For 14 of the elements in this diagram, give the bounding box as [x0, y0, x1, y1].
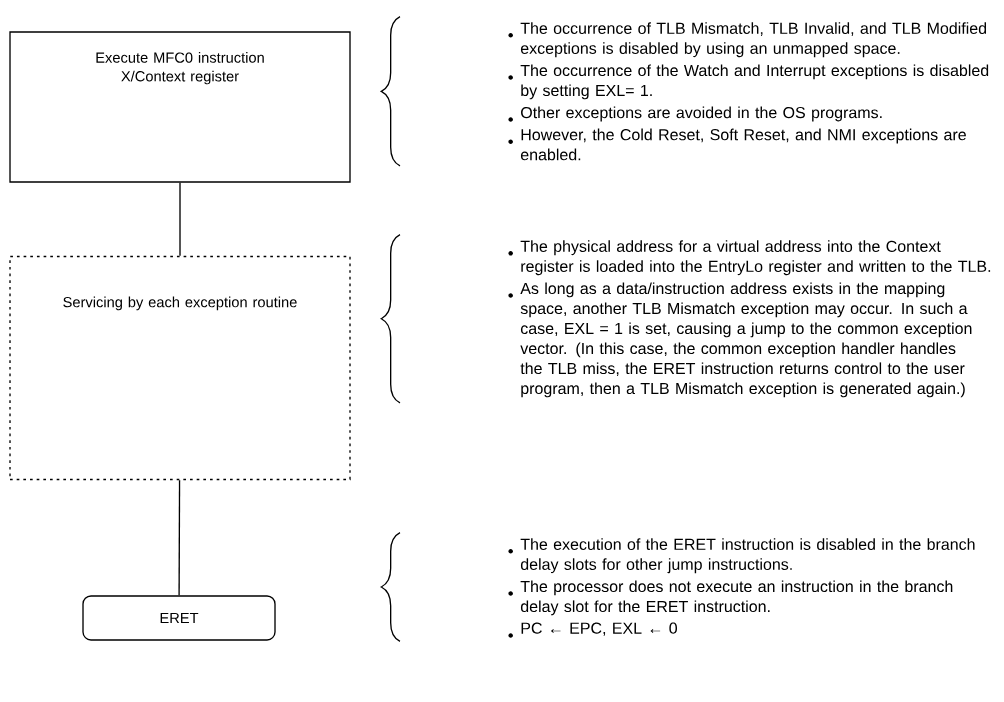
bullet-text: The processor does not execute an instruction in the branch delay slot for the ERET instruction. — [520, 580, 953, 616]
bullet-text: As long as a data/instruction address exists in the mapping space, another TLB Mismatch exception may occur. In such a case, EXL = 1 is set, causing a jump to the common exception vector. (In this case, the common exception handler handles the TLB miss, the ERET instruction returns control to the user program, then a TLB Mismatch exception is generated again.) — [520, 282, 972, 398]
bullet-text: The execution of the ERET instruction is disabled in the branch delay slots for other jump instructions. — [520, 538, 975, 574]
terminal-box: ERET — [82, 595, 276, 641]
bullet-text: The occurrence of TLB Mismatch, TLB Invalid, and TLB Modified exceptions is disabled by using an unmapped space. — [520, 22, 987, 58]
bullet-text: The physical address for a virtual address into the Context register is loaded into the EntryLo register and written to the TLB. — [520, 240, 991, 276]
process-box: Servicing by each exception routine — [9, 255, 351, 481]
connector-line — [178, 479, 181, 596]
connector-line — [179, 182, 181, 257]
bullet-text: The occurrence of the Watch and Interrupt exceptions is disabled by setting EXL= 1. — [520, 64, 989, 100]
process-box: Execute MFC0 instruction X/Context register — [9, 31, 351, 183]
bullet-text: Other exceptions are avoided in the OS programs. — [521, 106, 882, 122]
bullet-text: PC ← EPC, EXL ← 0 — [521, 622, 677, 636]
bullet-text: However, the Cold Reset, Soft Reset, and NMI exceptions are enabled. — [520, 128, 966, 161]
